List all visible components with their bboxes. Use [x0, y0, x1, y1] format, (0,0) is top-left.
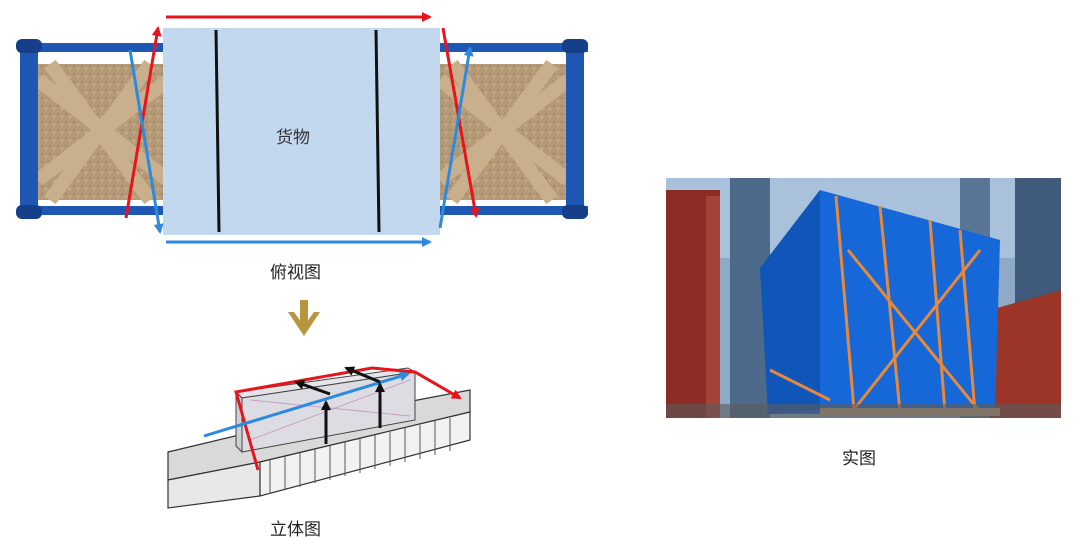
down-arrow-icon	[288, 312, 320, 336]
cargo-box	[163, 28, 440, 235]
blue-lashings	[128, 46, 474, 247]
cargo-label: 货物	[276, 128, 310, 148]
left-rack-end	[16, 39, 173, 219]
top-view-caption: 俯视图	[270, 263, 321, 283]
photo-caption: 实图	[842, 449, 876, 469]
isometric-view-caption: 立体图	[270, 520, 321, 540]
right-rack-end	[435, 39, 588, 219]
